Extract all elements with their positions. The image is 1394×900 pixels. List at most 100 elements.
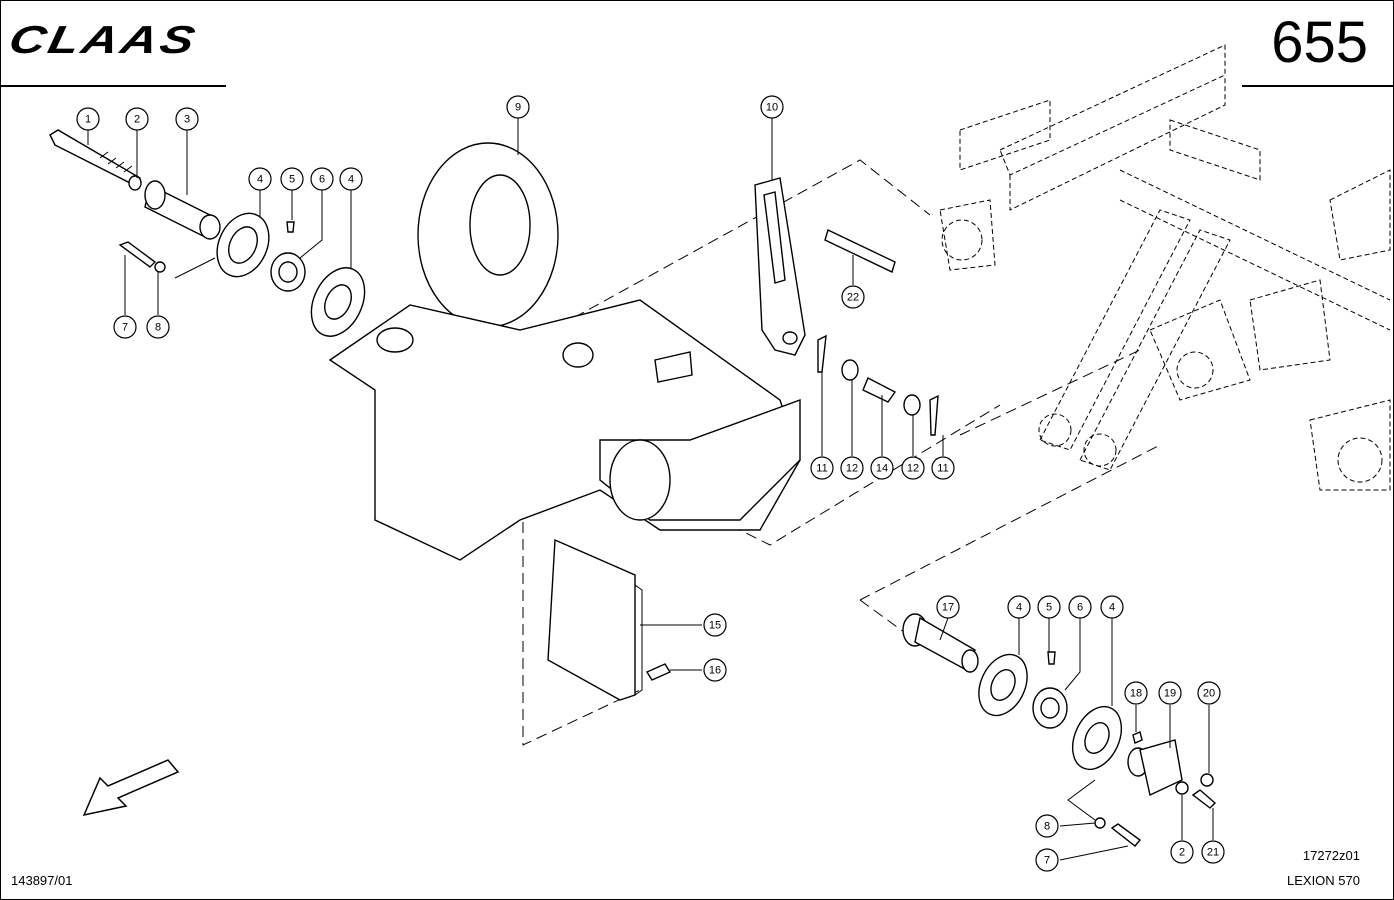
callout-circle [1197,681,1221,705]
callout-label: 4 [1109,602,1115,614]
header-rule-right [1242,85,1394,87]
housing-part-9 [328,142,801,561]
callout-12: 12 [901,456,925,480]
callout-21: 21 [1201,840,1225,864]
callout-14: 14 [870,456,894,480]
flange-part-4-lower-right [1071,705,1123,771]
callout-label: 11 [816,463,827,475]
callout-label: 20 [1203,688,1215,700]
bolt-part-16 [645,663,672,681]
direction-arrow [82,759,180,817]
callout-label: 7 [1044,855,1050,867]
callout-circle [901,456,925,480]
callout-circle [1124,681,1148,705]
callout-label: 18 [1130,688,1142,700]
callout-4: 4 [1100,595,1124,619]
document-number: 143897/01 [11,873,73,888]
callout-label: 14 [876,463,888,475]
callout-label: 4 [1016,602,1022,614]
shaft-part-17 [902,613,979,674]
cap-part-19 [1127,739,1183,797]
cover-plate-part-15 [547,538,643,701]
callout-20: 20 [1197,681,1221,705]
callout-circle [175,107,199,131]
callout-label: 4 [257,174,263,186]
callout-22: 22 [841,285,865,309]
callout-label: 12 [846,463,858,475]
callout-4: 4 [248,167,272,191]
pin-part-18 [1132,731,1143,744]
callout-2: 2 [125,107,149,131]
callout-circle [703,658,727,682]
callout-label: 2 [1179,847,1185,859]
washer-part-12-right [903,394,921,416]
callout-label: 15 [709,620,721,632]
callout-circle [1158,681,1182,705]
callout-8: 8 [1035,814,1059,838]
callout-18: 18 [1124,681,1148,705]
page-number: 655 [1271,10,1368,75]
callout-16: 16 [703,658,727,682]
bolt-part-21 [1191,789,1217,809]
bearing-part-6-left [270,252,306,292]
washer-part-2-lower [1175,781,1189,795]
bolt-part-7-left [118,241,157,268]
callout-label: 9 [515,102,521,114]
callout-10: 10 [760,95,784,119]
grease-nipple-part-5-left [286,221,295,233]
callout-label: 11 [937,463,948,475]
pin-part-22 [824,229,896,273]
callout-2: 2 [1170,840,1194,864]
callout-circle [1007,595,1031,619]
callout-circle [841,285,865,309]
callout-15: 15 [703,613,727,637]
callout-circle [1201,840,1225,864]
callout-circle [703,613,727,637]
callout-circle [1068,595,1092,619]
grease-nipple-part-5-lower [1047,651,1056,665]
callout-label: 6 [319,174,325,186]
callout-5: 5 [280,167,304,191]
callout-label: 5 [1046,602,1052,614]
callout-7: 7 [1035,848,1059,872]
cotter-pin-part-11-right [929,394,939,436]
callout-17: 17 [936,595,960,619]
callout-label: 4 [348,174,354,186]
callout-5: 5 [1037,595,1061,619]
callout-11: 11 [931,456,955,480]
link-plate-part-10 [754,177,806,356]
drawing-code: 17272z01 [1302,848,1360,863]
callout-3: 3 [175,107,199,131]
callout-circle [760,95,784,119]
callout-label: 16 [709,665,721,677]
flange-part-4-left [216,212,270,278]
callout-circle [146,315,170,339]
callout-circle [1035,848,1059,872]
callout-circle [931,456,955,480]
callout-circle [936,595,960,619]
callout-label: 17 [942,602,954,614]
callout-11: 11 [810,456,834,480]
callout-label: 10 [766,102,778,114]
callout-label: 7 [122,322,128,334]
nut-part-8-lower [1094,817,1106,829]
callout-label: 12 [907,463,919,475]
callout-label: 3 [184,114,190,126]
nut-part-8-left [154,261,166,273]
callout-label: 8 [155,322,161,334]
callout-label: 2 [134,114,140,126]
callout-label: 5 [289,174,295,186]
leader-lines [87,118,1214,861]
callout-circle [506,95,530,119]
callout-6: 6 [1068,595,1092,619]
callout-1: 1 [76,107,100,131]
machine-frame-outline [939,44,1391,491]
callout-circle [310,167,334,191]
callout-circle [113,315,137,339]
washer-part-2 [128,175,142,191]
header-rule-left [0,85,226,87]
callout-circle [870,456,894,480]
bolt-part-1 [49,129,141,187]
